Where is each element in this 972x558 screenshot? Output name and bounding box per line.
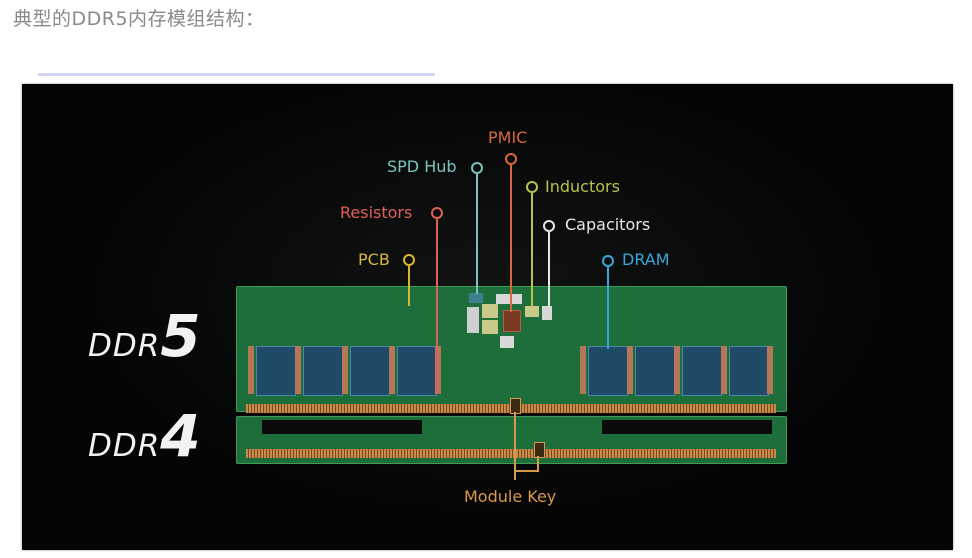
dram-chip xyxy=(635,346,675,396)
module-key-leader-line xyxy=(514,412,516,480)
pcb-marker-icon xyxy=(403,254,415,266)
ddr5-number: 5 xyxy=(160,302,201,370)
ddr5-label: DDR5 xyxy=(88,302,201,370)
resistor-strip xyxy=(721,346,727,394)
inductor xyxy=(525,306,539,317)
callout-dram: DRAM xyxy=(622,250,670,269)
dram-marker-icon xyxy=(602,255,614,267)
pmic-chip xyxy=(503,310,521,332)
inductor xyxy=(482,320,498,334)
ddr4-gold-contacts xyxy=(246,449,776,458)
capacitors-marker-icon xyxy=(543,220,555,232)
spd-hub-chip xyxy=(469,293,483,303)
ddr5-module-diagram: DDR5 DDR4 PMIC SPD Hub Ind xyxy=(22,84,953,550)
spd-hub-leader-line xyxy=(476,174,478,294)
dram-chip xyxy=(729,346,769,396)
resistor-strip xyxy=(627,346,633,394)
ddr4-module-key xyxy=(534,442,545,458)
callout-capacitors: Capacitors xyxy=(565,215,651,234)
inductors-leader-line xyxy=(531,193,533,307)
dram-chip xyxy=(256,346,296,396)
pmic-marker-icon xyxy=(505,153,517,165)
ddr4-prefix: DDR xyxy=(88,428,161,464)
capacitor xyxy=(542,306,552,320)
callout-pcb: PCB xyxy=(358,250,390,269)
dram-chip xyxy=(350,346,390,396)
ddr4-chip-row xyxy=(262,420,422,434)
callout-module-key: Module Key xyxy=(464,487,557,506)
resistors-marker-icon xyxy=(431,207,443,219)
dram-chip xyxy=(303,346,343,396)
resistor-strip xyxy=(674,346,680,394)
resistor-strip xyxy=(767,346,773,394)
capacitor-array xyxy=(467,307,479,333)
dram-leader-line xyxy=(607,267,609,349)
dram-chip xyxy=(682,346,722,396)
resistor-strip xyxy=(580,346,586,394)
module-key-connector xyxy=(514,470,539,472)
inductor xyxy=(482,304,498,318)
resistors-leader-line xyxy=(436,219,438,394)
callout-resistors: Resistors xyxy=(340,203,413,222)
callout-pmic: PMIC xyxy=(488,128,528,147)
ddr4-number: 4 xyxy=(160,402,201,470)
ddr5-prefix: DDR xyxy=(88,328,161,364)
capacitors-leader-line xyxy=(548,232,550,307)
section-heading: 典型的DDR5内存模组结构： xyxy=(13,8,265,30)
resistor-strip xyxy=(435,346,441,394)
capacitor xyxy=(500,336,514,348)
dram-chip xyxy=(588,346,628,396)
module-key-leader-line-2 xyxy=(537,456,539,472)
ddr4-label: DDR4 xyxy=(88,402,201,470)
callout-inductors: Inductors xyxy=(545,177,620,196)
spd-hub-marker-icon xyxy=(471,162,483,174)
capacitor-array xyxy=(496,294,522,304)
resistor-strip xyxy=(295,346,301,394)
pcb-leader-line xyxy=(408,266,410,306)
inductors-marker-icon xyxy=(526,181,538,193)
dram-chip xyxy=(397,346,437,396)
resistor-strip xyxy=(389,346,395,394)
divider xyxy=(38,73,435,76)
callout-spd-hub: SPD Hub xyxy=(387,157,457,176)
pmic-leader-line xyxy=(510,165,512,312)
resistor-strip xyxy=(342,346,348,394)
ddr4-chip-row xyxy=(602,420,772,434)
resistor-strip xyxy=(248,346,254,394)
